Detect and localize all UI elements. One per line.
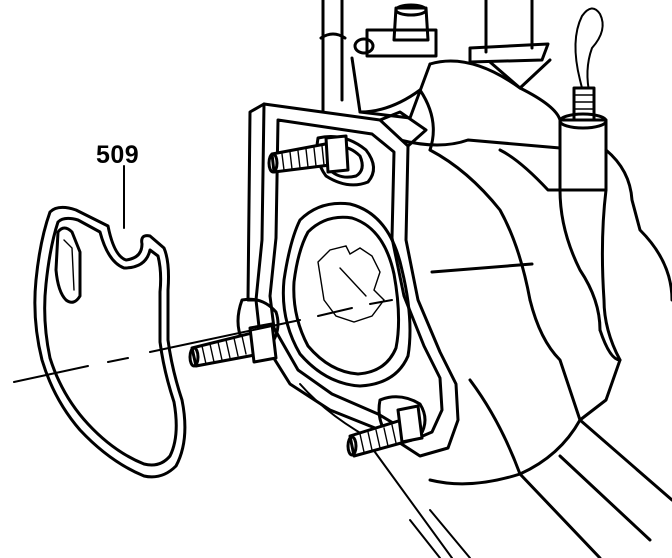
engine-housing (319, 0, 672, 558)
callout-label-509: 509 (96, 141, 140, 169)
stud-left (188, 322, 278, 368)
throttle-body-flange (236, 102, 460, 458)
mounting-studs (188, 134, 424, 458)
alignment-centerline (13, 299, 393, 383)
gasket-509 (33, 205, 187, 479)
stud-lower (346, 404, 424, 458)
stud-upper (267, 134, 350, 174)
